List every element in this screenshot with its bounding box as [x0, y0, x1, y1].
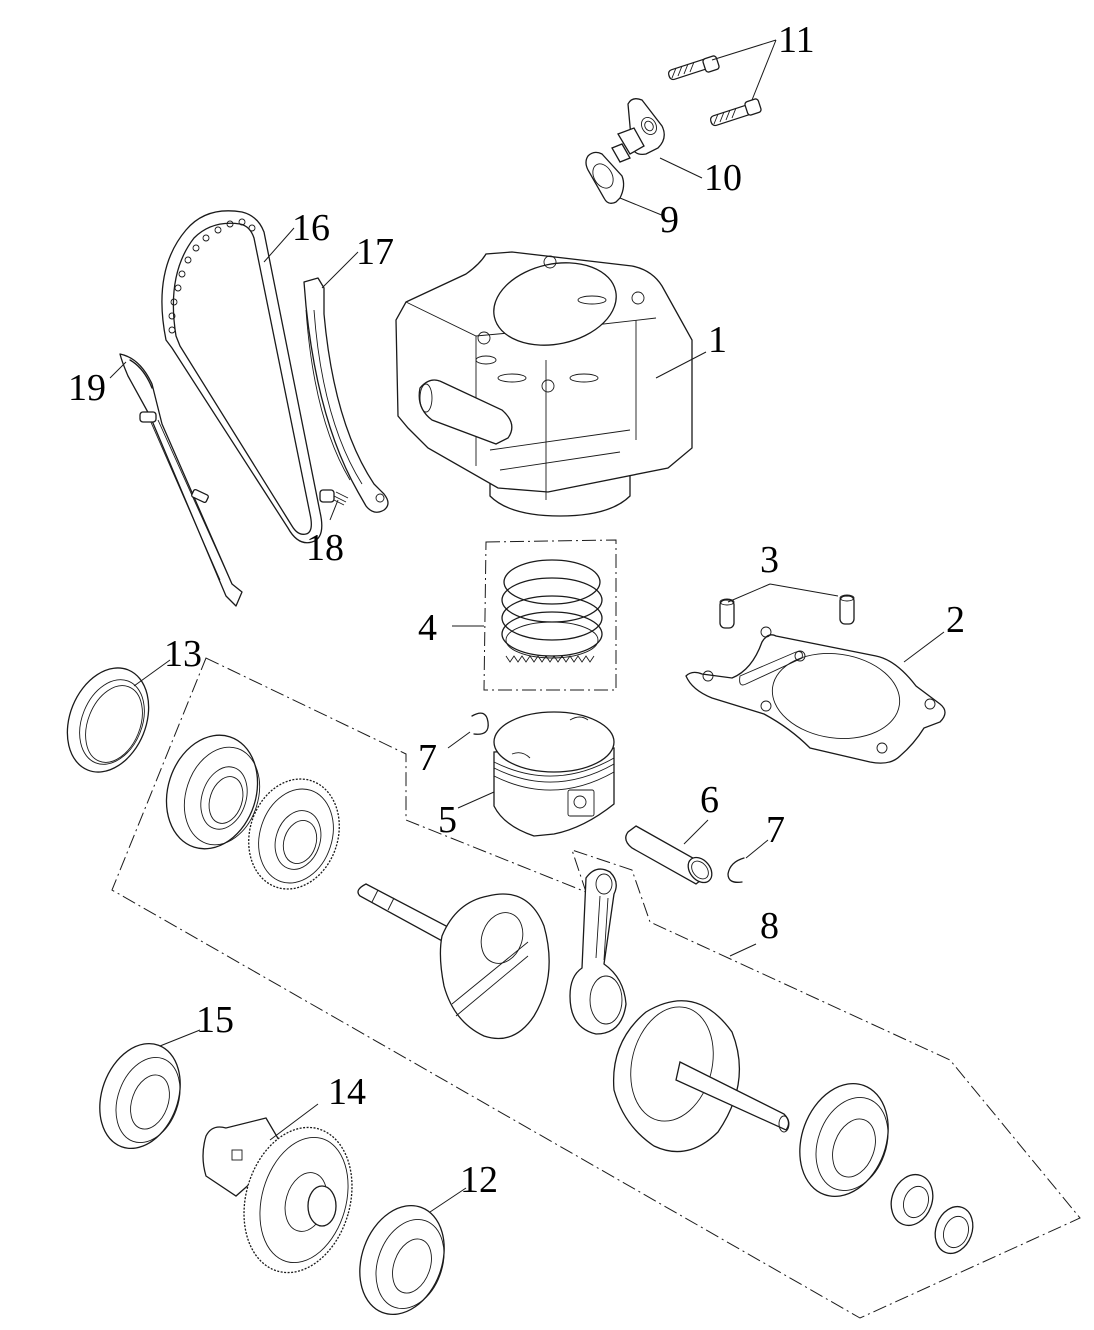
callout-1: 1 [708, 319, 727, 361]
part-13-oil-seal [66, 667, 150, 773]
callout-19: 19 [68, 367, 106, 409]
part-5-piston [493, 711, 615, 837]
chain-links [168, 218, 256, 334]
part-2-base-gasket [685, 626, 946, 764]
crank-drive-gear [248, 778, 340, 890]
callout-14: 14 [328, 1071, 366, 1113]
callout-2: 2 [946, 599, 965, 641]
part-8-crankshaft-boundary [111, 657, 1081, 1319]
part-7-clip-right [727, 857, 745, 883]
crank-seal-right [934, 1205, 974, 1255]
connecting-rod [569, 868, 627, 1035]
crank-bearing-right [799, 1082, 889, 1198]
callout-18: 18 [306, 527, 344, 569]
part-7-clip-left [471, 712, 489, 735]
callout-10: 10 [704, 157, 742, 199]
callout-8: 8 [760, 905, 779, 947]
callout-6: 6 [700, 779, 719, 821]
part-16-cam-chain [161, 210, 323, 544]
callout-3: 3 [760, 539, 779, 581]
part-9-gasket [585, 151, 625, 204]
part-17-chain-guide [303, 277, 389, 513]
callout-13: 13 [164, 633, 202, 675]
callout-labels: 1 2 3 4 5 6 7 7 8 9 10 11 12 13 14 15 16… [68, 19, 965, 1201]
part-19-tensioner-slipper [119, 353, 243, 607]
callout-7-right: 7 [766, 809, 785, 851]
crankshaft-left-half [357, 883, 550, 1040]
callout-11: 11 [778, 19, 815, 61]
part-6-piston-pin [625, 825, 713, 885]
crank-spacer [890, 1173, 934, 1227]
callout-16: 16 [292, 207, 330, 249]
part-10-chain-tensioner [611, 98, 665, 163]
part-1-cylinder [395, 251, 693, 517]
crankshaft-right-half [612, 1000, 790, 1153]
crank-bearing-left [165, 734, 261, 850]
part-12-bearing [359, 1204, 445, 1316]
callout-15: 15 [196, 999, 234, 1041]
leader-lines [109, 39, 945, 1213]
part-3-dowel-pins [719, 594, 855, 629]
callout-4: 4 [418, 607, 437, 649]
callout-12: 12 [460, 1159, 498, 1201]
part-18-guide-bolt [319, 489, 349, 506]
callout-17: 17 [356, 231, 394, 273]
callout-7-left: 7 [418, 737, 437, 779]
callout-5: 5 [438, 799, 457, 841]
part-15-bearing [99, 1042, 181, 1150]
part-11-bolts [667, 55, 762, 127]
part-4-piston-rings [483, 539, 617, 691]
bolt-upper [667, 55, 720, 81]
callout-9: 9 [660, 199, 679, 241]
part-14-balancer-shaft [202, 1117, 353, 1274]
bolt-lower [709, 98, 762, 127]
